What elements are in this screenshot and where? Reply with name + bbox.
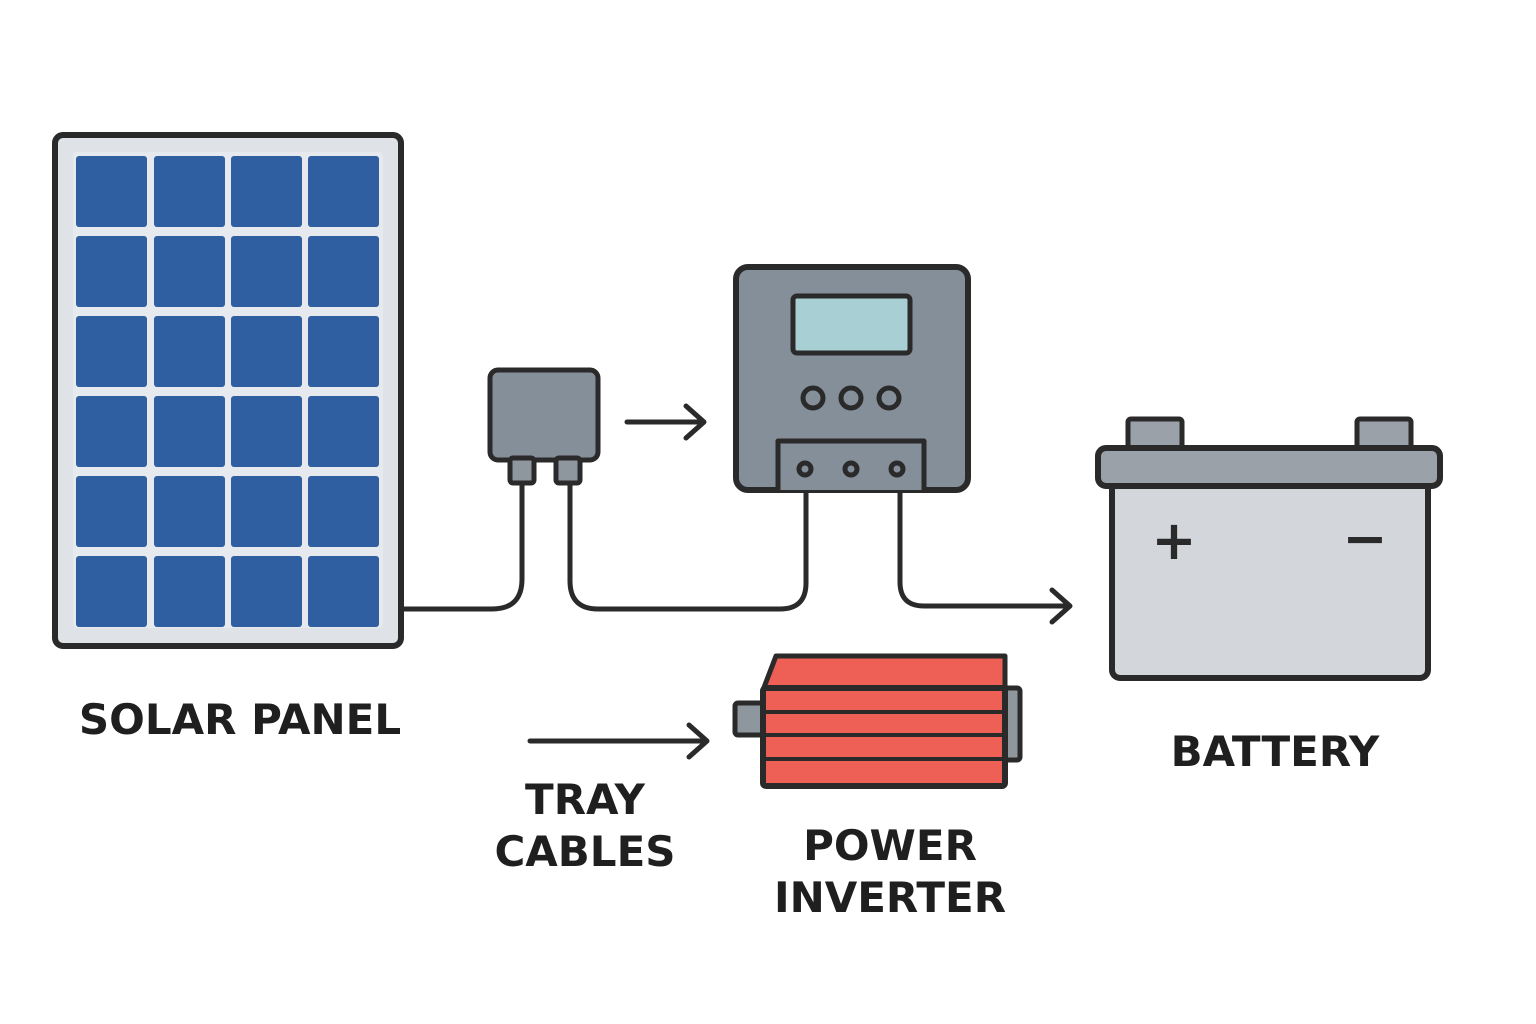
solar-cell [76,476,147,547]
arrow-right-icon [527,722,710,760]
solar-cell [231,236,302,307]
solar-cell [76,236,147,307]
solar-cell [308,556,379,627]
solar-cell [231,156,302,227]
battery-negative-terminal: − [1342,507,1387,570]
arrow-right-icon [624,403,707,441]
tray-cables-label-line: CABLES [494,827,676,876]
controller-display-screen [790,293,913,356]
solar-cell [76,396,147,467]
wiring [400,479,1073,625]
controller-to-battery-cable [897,487,1071,609]
battery-positive-terminal: + [1151,509,1196,572]
solar-cell [231,316,302,387]
controller-terminal [796,460,814,478]
solar-cell [76,556,147,627]
junction-to-controller-cable [567,479,809,612]
solar-cell [231,476,302,547]
solar-cell [154,556,225,627]
tray-cables-label: TRAY CABLES [470,774,700,878]
junction-connector-right [553,455,583,486]
power-inverter-label: POWER INVERTER [740,820,1040,924]
solar-cell [308,156,379,227]
solar-cell [154,236,225,307]
battery-cable-arrowhead [1049,587,1073,625]
solar-cell [76,156,147,227]
power-inverter-label-line: POWER [803,821,977,870]
junction-connector-left [507,455,537,486]
panel-to-junction-cable [400,479,525,612]
solar-cell [231,396,302,467]
power-inverter-label-line: INVERTER [773,873,1007,922]
solar-cell [154,316,225,387]
solar-cell [76,316,147,387]
charge-controller-icon [733,264,971,493]
inverter-top [760,653,1008,693]
controller-terminal [888,460,906,478]
power-inverter-icon [732,653,1023,789]
solar-cell [308,396,379,467]
controller-button [838,385,864,411]
solar-cell [308,316,379,387]
controller-button [800,385,826,411]
solar-cell [154,156,225,227]
controller-button [876,385,902,411]
solar-cell [308,476,379,547]
battery-label: BATTERY [1170,727,1380,776]
battery-lid [1095,445,1443,489]
tray-cables-label-line: TRAY [525,775,645,824]
solar-panel-icon [52,132,404,649]
solar-panel-label: SOLAR PANEL [78,695,402,744]
solar-cell [308,236,379,307]
junction-box-icon [487,367,601,486]
solar-cell [154,476,225,547]
solar-cell [231,556,302,627]
controller-terminal [842,460,860,478]
solar-cell [154,396,225,467]
battery-icon: + − [1095,416,1443,681]
panel-cell-grid [76,156,379,627]
